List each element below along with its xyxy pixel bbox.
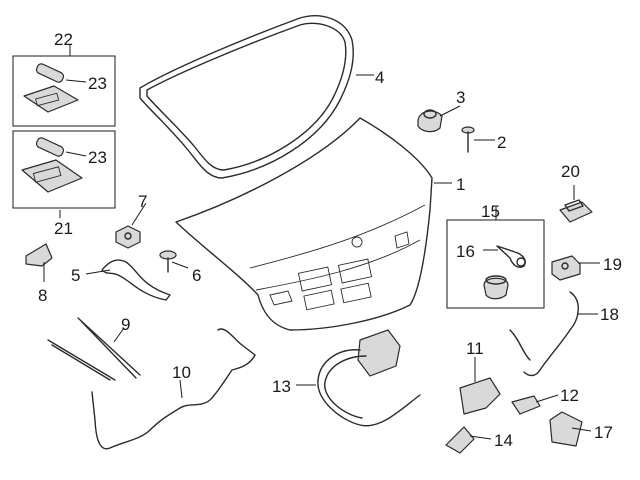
handle-assembly-lower bbox=[21, 137, 83, 193]
clip-12 bbox=[511, 395, 541, 415]
callout-8: 8 bbox=[38, 286, 47, 305]
latch-13 bbox=[317, 329, 421, 427]
hinge-5 bbox=[101, 259, 171, 301]
callout-18: 18 bbox=[600, 305, 619, 324]
callout-box-22 bbox=[12, 55, 116, 127]
bracket-11 bbox=[459, 377, 501, 415]
actuator-19 bbox=[551, 255, 581, 281]
callout-1: 1 bbox=[456, 175, 465, 194]
bumper-stop bbox=[417, 109, 443, 133]
callout-13: 13 bbox=[272, 377, 291, 396]
trunk-switch bbox=[559, 199, 593, 223]
callout-3: 3 bbox=[456, 88, 465, 107]
callout-12: 12 bbox=[560, 386, 579, 405]
handle-assembly-upper bbox=[23, 63, 79, 113]
callout-23-lower: 23 bbox=[88, 148, 107, 167]
pad-17 bbox=[549, 411, 583, 447]
callout-14: 14 bbox=[494, 431, 513, 450]
callout-4: 4 bbox=[375, 68, 384, 87]
callout-23-upper: 23 bbox=[88, 74, 107, 93]
lock-cylinder-parts bbox=[483, 245, 526, 300]
bracket-8 bbox=[25, 243, 53, 267]
nut bbox=[115, 225, 141, 249]
callout-7: 7 bbox=[138, 192, 147, 211]
callout-9: 9 bbox=[121, 315, 130, 334]
callout-15: 15 bbox=[481, 202, 500, 221]
callout-5: 5 bbox=[71, 266, 80, 285]
callout-22: 22 bbox=[54, 30, 73, 49]
trunk-lid bbox=[175, 117, 433, 331]
wire-harness-18 bbox=[509, 291, 579, 377]
callout-10: 10 bbox=[172, 363, 191, 382]
clip-14 bbox=[445, 426, 475, 454]
leader-lines bbox=[43, 45, 600, 440]
callout-17: 17 bbox=[594, 423, 613, 442]
callout-box-21 bbox=[12, 130, 116, 209]
callout-11: 11 bbox=[466, 339, 484, 358]
bolt-6 bbox=[159, 250, 177, 273]
callout-16: 16 bbox=[456, 242, 475, 261]
weatherstrip-seal bbox=[139, 15, 354, 179]
release-cable-10 bbox=[91, 328, 256, 450]
callout-2: 2 bbox=[497, 133, 506, 152]
callout-19: 19 bbox=[603, 255, 622, 274]
callout-6: 6 bbox=[192, 266, 201, 285]
callout-21: 21 bbox=[54, 219, 73, 238]
bolt bbox=[461, 126, 475, 153]
callout-20: 20 bbox=[561, 162, 580, 181]
gas-struts bbox=[47, 317, 141, 381]
